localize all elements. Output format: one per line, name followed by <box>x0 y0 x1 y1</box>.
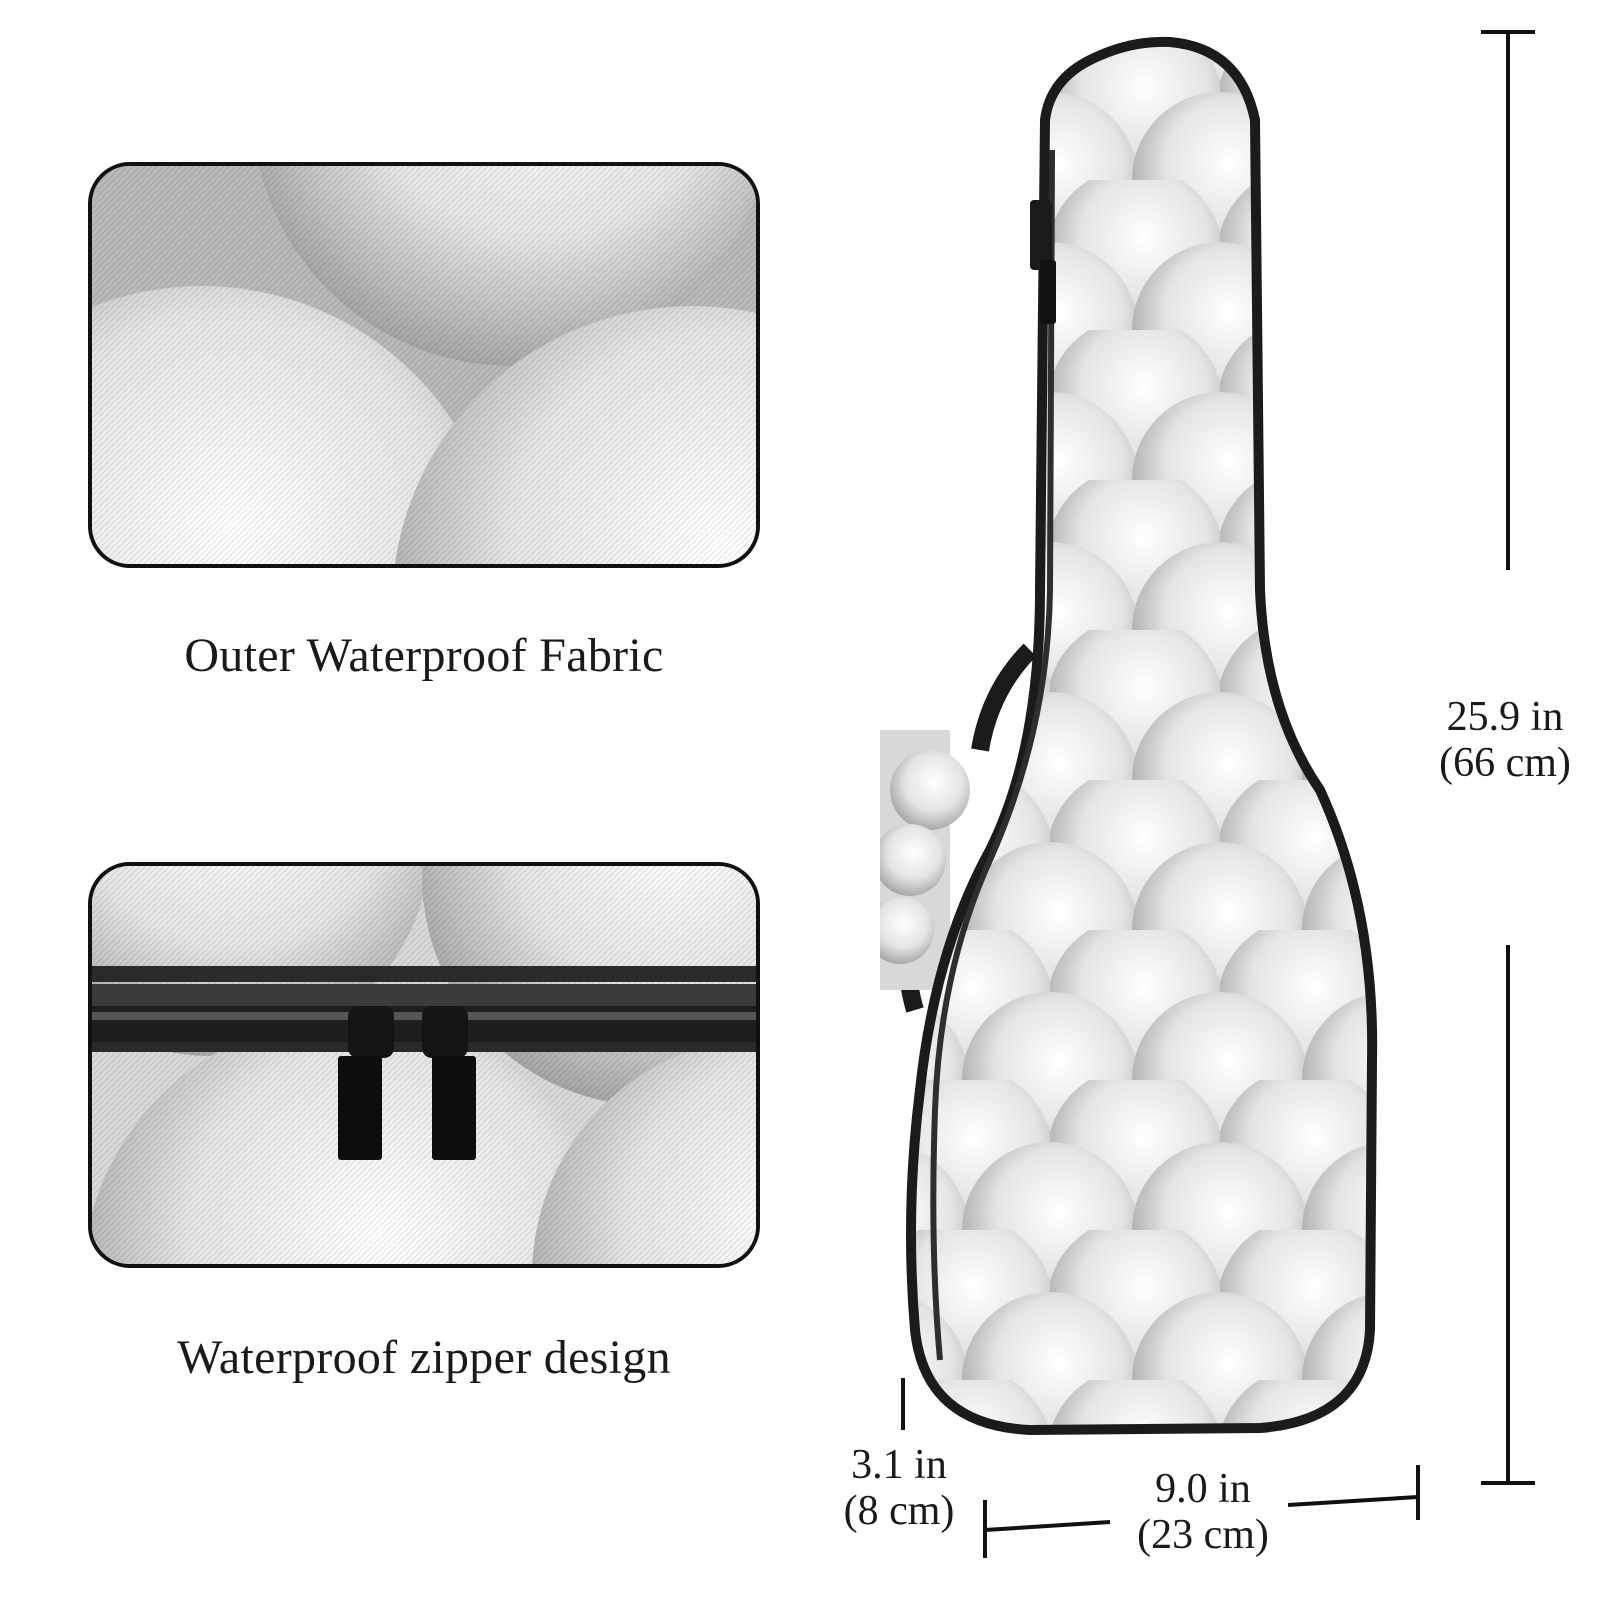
fabric-closeup-image <box>88 162 760 568</box>
fabric-caption: Outer Waterproof Fabric <box>184 629 664 682</box>
zipper-line <box>930 149 1055 1361</box>
zipper-closeup-image <box>88 862 760 1268</box>
depth-imperial: 3.1 in <box>851 1442 947 1488</box>
width-dimension-label: 9.0 in (23 cm) <box>1118 1466 1288 1558</box>
width-metric: (23 cm) <box>1137 1512 1269 1558</box>
width-imperial: 9.0 in <box>1155 1466 1251 1512</box>
zipper-pull-left <box>338 1006 394 1160</box>
height-dimension-label: 25.9 in (66 cm) <box>1420 694 1590 786</box>
height-imperial: 25.9 in <box>1446 694 1564 740</box>
height-metric: (66 cm) <box>1439 740 1571 786</box>
zipper-pull-right <box>422 1006 476 1160</box>
zipper-caption: Waterproof zipper design <box>177 1331 671 1384</box>
ukulele-bag-image <box>880 36 1378 1436</box>
side-handle <box>880 643 1037 1013</box>
depth-dimension-label: 3.1 in (8 cm) <box>824 1442 974 1534</box>
bag-zipper-pull <box>1030 200 1056 324</box>
depth-metric: (8 cm) <box>843 1488 955 1534</box>
